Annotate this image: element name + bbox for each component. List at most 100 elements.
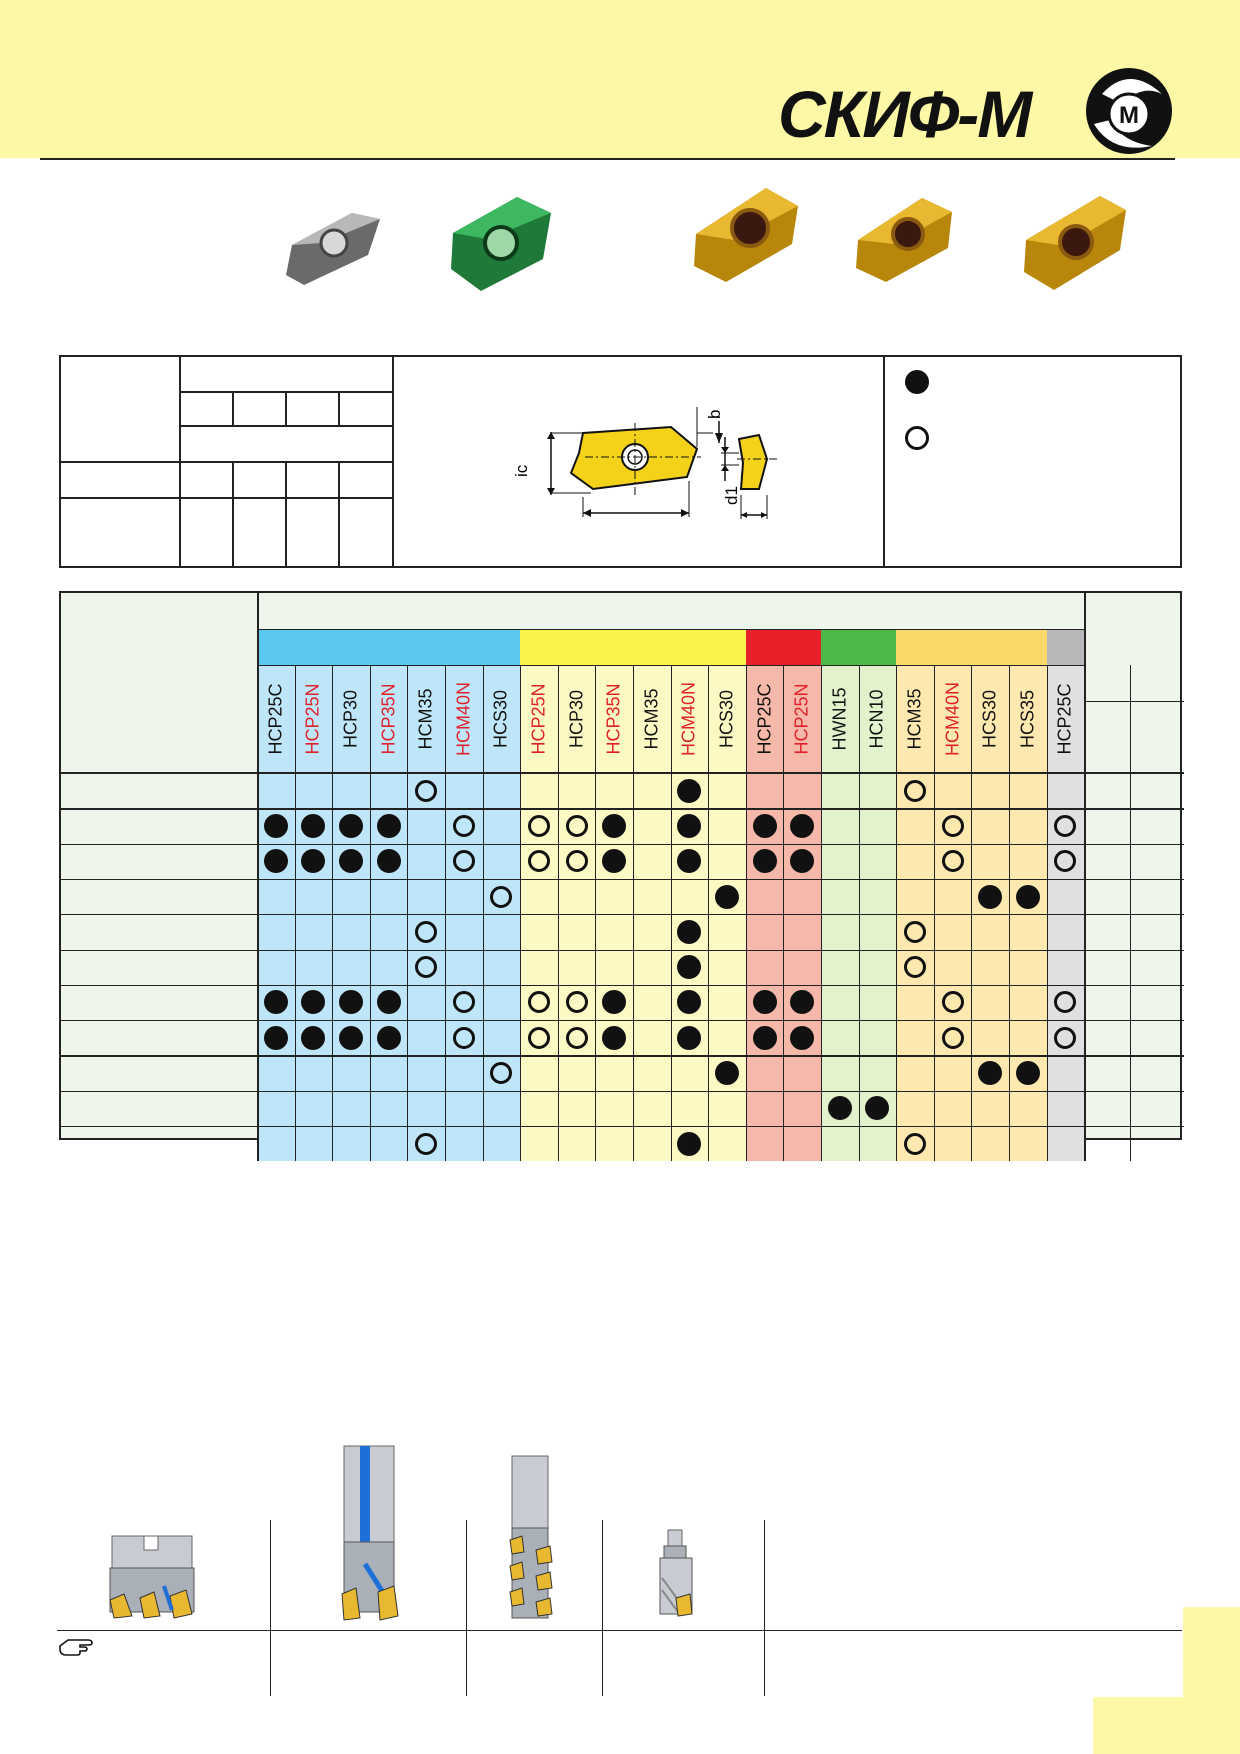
filled-circle-icon [827,1096,852,1121]
filled-circle-icon [263,849,288,874]
open-circle-icon [1054,1026,1077,1049]
grade-column-bg [595,629,633,1162]
open-circle-icon [941,814,964,837]
grade-name: HCP25C [746,665,784,773]
grade-group-bar [745,629,821,665]
long-edge-mill-tool-image [509,1455,553,1619]
grade-name-label: HCN10 [866,689,887,749]
grade-column-bg [858,629,897,1162]
grade-group-bar [821,629,897,665]
pointing-hand-icon [59,1639,93,1656]
filled-circle-icon [790,990,815,1015]
grade-column-bg [896,629,934,1162]
filled-circle-icon [677,990,702,1015]
grade-group-bar [1046,629,1085,665]
grade-name-label: HCP25N [528,683,549,755]
filled-circle-icon [263,1025,288,1050]
open-circle-icon [490,885,513,908]
filled-circle-icon [677,1131,702,1156]
grade-name: HCP25N [783,665,821,773]
filled-circle-icon [376,849,401,874]
open-circle-icon [904,1132,926,1155]
filled-circle-icon [301,1025,326,1050]
grade-column-bg [933,629,972,1162]
grade-column-bg [670,629,709,1162]
open-circle-icon [565,1026,588,1049]
filled-circle-icon [715,1061,739,1086]
grade-name-label: HCM35 [904,688,925,750]
screw-in-head-tool-image [659,1529,693,1617]
grade-column-bg [407,629,445,1162]
filled-circle-icon [715,884,739,909]
grade-name-label: HCP30 [340,689,361,749]
grade-name-label: HWN15 [829,687,850,751]
filled-circle-icon [602,849,627,874]
grade-name-label: HCP30 [566,689,587,749]
filled-circle-icon [602,1025,627,1050]
grade-name-label: HCP35N [378,683,399,755]
grade-name-label: HCP25C [1054,683,1075,755]
filled-circle-icon [339,1025,363,1050]
filled-circle-icon [865,1096,890,1121]
filled-circle-icon [677,955,702,980]
grade-column-bg [633,629,671,1162]
grade-name: HCP25C [257,665,295,773]
grade-name: HCP25C [1047,665,1085,773]
grade-name-label: HCS35 [1017,689,1038,749]
grade-name-label: HCM40N [678,681,699,757]
filled-circle-icon [677,813,702,838]
open-circle-icon [415,920,438,943]
grade-column-bg [821,629,859,1162]
grade-column-bg [745,629,784,1162]
grade-name-label: HCP25C [754,683,775,755]
open-circle-icon [415,779,438,802]
grade-column-bg [520,629,558,1162]
grade-column-bg [783,629,821,1162]
insert-gold-3-image [1024,196,1126,290]
grade-name: HCP35N [595,665,633,773]
emblem-letter: M [1119,102,1139,129]
filled-circle-icon [978,884,1003,909]
open-circle-icon [904,779,926,802]
open-circle-icon [452,814,475,837]
filled-circle-icon [263,813,288,838]
filled-circle-icon [1015,884,1040,909]
filled-circle-icon [752,1025,777,1050]
open-circle-icon [941,991,964,1014]
filled-circle-icon [602,813,627,838]
tools-row-rule [57,1630,1182,1631]
grade-group-bar [257,629,521,665]
open-circle-icon [452,991,475,1014]
filled-circle-icon [339,849,363,874]
insert-gold-2-image [856,198,952,282]
grade-name-label: HCM40N [453,681,474,757]
open-circle-icon [490,1062,513,1085]
open-circle-icon [1054,814,1077,837]
filled-circle-icon [752,849,777,874]
insert-dimension-drawing: ic b d1 [512,407,777,519]
filled-circle-icon [790,1025,815,1050]
grade-column-bg [1046,629,1085,1162]
grade-name: HWN15 [821,665,859,773]
filled-circle-icon [376,990,401,1015]
grade-name: HCN10 [859,665,897,773]
dim-d1-label: d1 [722,486,741,505]
filled-circle-icon [301,990,326,1015]
filled-circle-icon [790,849,815,874]
grade-group-bar [520,629,746,665]
filled-circle-icon [263,990,288,1015]
grade-name: HCM40N [445,665,483,773]
page-side-tab [1183,1607,1240,1703]
grade-name-label: HCM35 [415,688,436,750]
open-circle-icon [452,850,475,873]
open-circle-icon [565,991,588,1014]
filled-circle-icon [376,813,401,838]
grade-name-label: HCP25N [302,683,323,755]
grade-name: HCM40N [671,665,709,773]
grade-name-label: HCM40N [942,681,963,757]
open-circle-icon [1054,991,1077,1014]
grade-name: HCP30 [558,665,596,773]
open-circle-icon [941,1026,964,1049]
header-rule [40,158,1175,160]
grade-column-bg [257,629,295,1162]
